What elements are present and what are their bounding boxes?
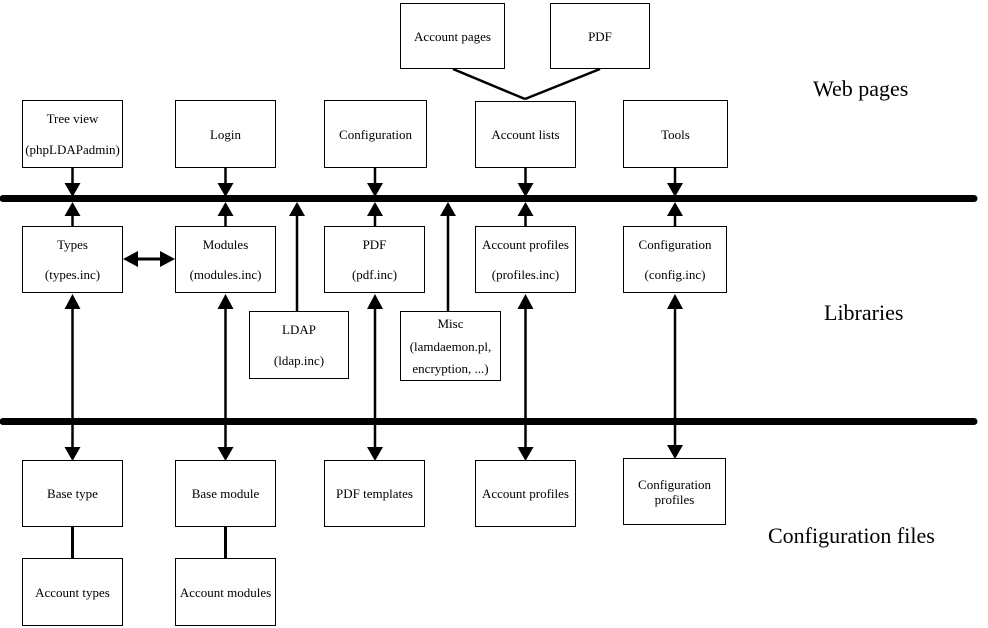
box-configuration-profiles: Configuration profiles [623, 458, 726, 525]
box-label-line3: encryption, ...) [412, 361, 489, 376]
connector-col5 [667, 168, 683, 459]
box-label-line1: Modules [202, 237, 249, 252]
box-label-line2: (phpLDAPadmin) [25, 142, 120, 157]
box-label: Tools [661, 126, 690, 142]
connector-misc [440, 202, 456, 311]
box-label: Account modules [179, 584, 272, 600]
box-account-profiles-files: Account profiles [475, 460, 576, 527]
box-label-line2: (config.inc) [644, 267, 706, 282]
box-label: Account lists [491, 127, 560, 142]
box-label: PDF [588, 28, 612, 44]
box-label-line2: (lamdaemon.pl, [409, 338, 492, 354]
box-label: Base type [47, 486, 98, 501]
box-label: PDF templates [336, 486, 413, 501]
box-label-line2: (ldap.inc) [273, 353, 325, 368]
box-base-type: Base type [22, 460, 123, 527]
box-types: Types (types.inc) [22, 226, 123, 293]
box-label: Account pages [414, 28, 491, 44]
box-label-line2: (types.inc) [44, 267, 101, 282]
connector-col1 [64, 168, 81, 558]
box-label-line1: LDAP [282, 322, 316, 337]
box-base-module: Base module [175, 460, 276, 527]
section-label-configuration-files: Configuration files [768, 523, 935, 548]
section-label-libraries: Libraries [824, 300, 904, 325]
box-label-line1: Misc [437, 316, 464, 331]
box-label: Base module [191, 486, 260, 501]
box-label-line1: Configuration [638, 237, 712, 252]
box-configuration-lib: Configuration (config.inc) [623, 226, 727, 293]
connector-col3 [367, 168, 383, 461]
connector-col4 [517, 168, 534, 461]
box-configuration-page: Configuration [324, 100, 427, 168]
box-account-pages: Account pages [400, 3, 505, 69]
box-label-line1: Types [57, 237, 88, 252]
box-login: Login [175, 100, 276, 168]
box-pdf-lib: PDF (pdf.inc) [324, 226, 425, 293]
box-tree-view: Tree view (phpLDAPadmin) [22, 100, 123, 168]
box-label: Configuration [339, 126, 412, 142]
section-label-web-pages: Web pages [813, 76, 909, 101]
box-account-lists: Account lists [475, 101, 576, 168]
box-modules: Modules (modules.inc) [175, 226, 276, 293]
box-label: Account profiles [481, 486, 569, 501]
box-ldap: LDAP (ldap.inc) [249, 311, 349, 379]
merge-lines-top [452, 67, 601, 101]
box-tools: Tools [623, 100, 728, 168]
connector-types-modules [123, 251, 175, 267]
box-label-line2: (modules.inc) [189, 267, 262, 282]
box-account-profiles-lib: Account profiles (profiles.inc) [475, 226, 576, 293]
box-label-line1: Account profiles [481, 237, 569, 252]
box-label: Account types [35, 584, 110, 600]
box-label: Login [209, 126, 242, 142]
connector-col2 [217, 168, 234, 558]
box-account-modules: Account modules [175, 558, 276, 626]
box-label-line1: Tree view [46, 111, 99, 126]
connector-ldap [289, 202, 305, 311]
box-label-line2: (profiles.inc) [491, 267, 560, 282]
box-label-line1: PDF [362, 237, 387, 252]
box-pdf-page: PDF [550, 3, 650, 69]
box-label-line2: (pdf.inc) [351, 267, 398, 282]
box-label: Configuration profiles [638, 476, 711, 507]
box-misc: Misc (lamdaemon.pl, encryption, ...) [400, 311, 501, 381]
box-account-types: Account types [22, 558, 123, 626]
box-pdf-templates: PDF templates [324, 460, 425, 527]
